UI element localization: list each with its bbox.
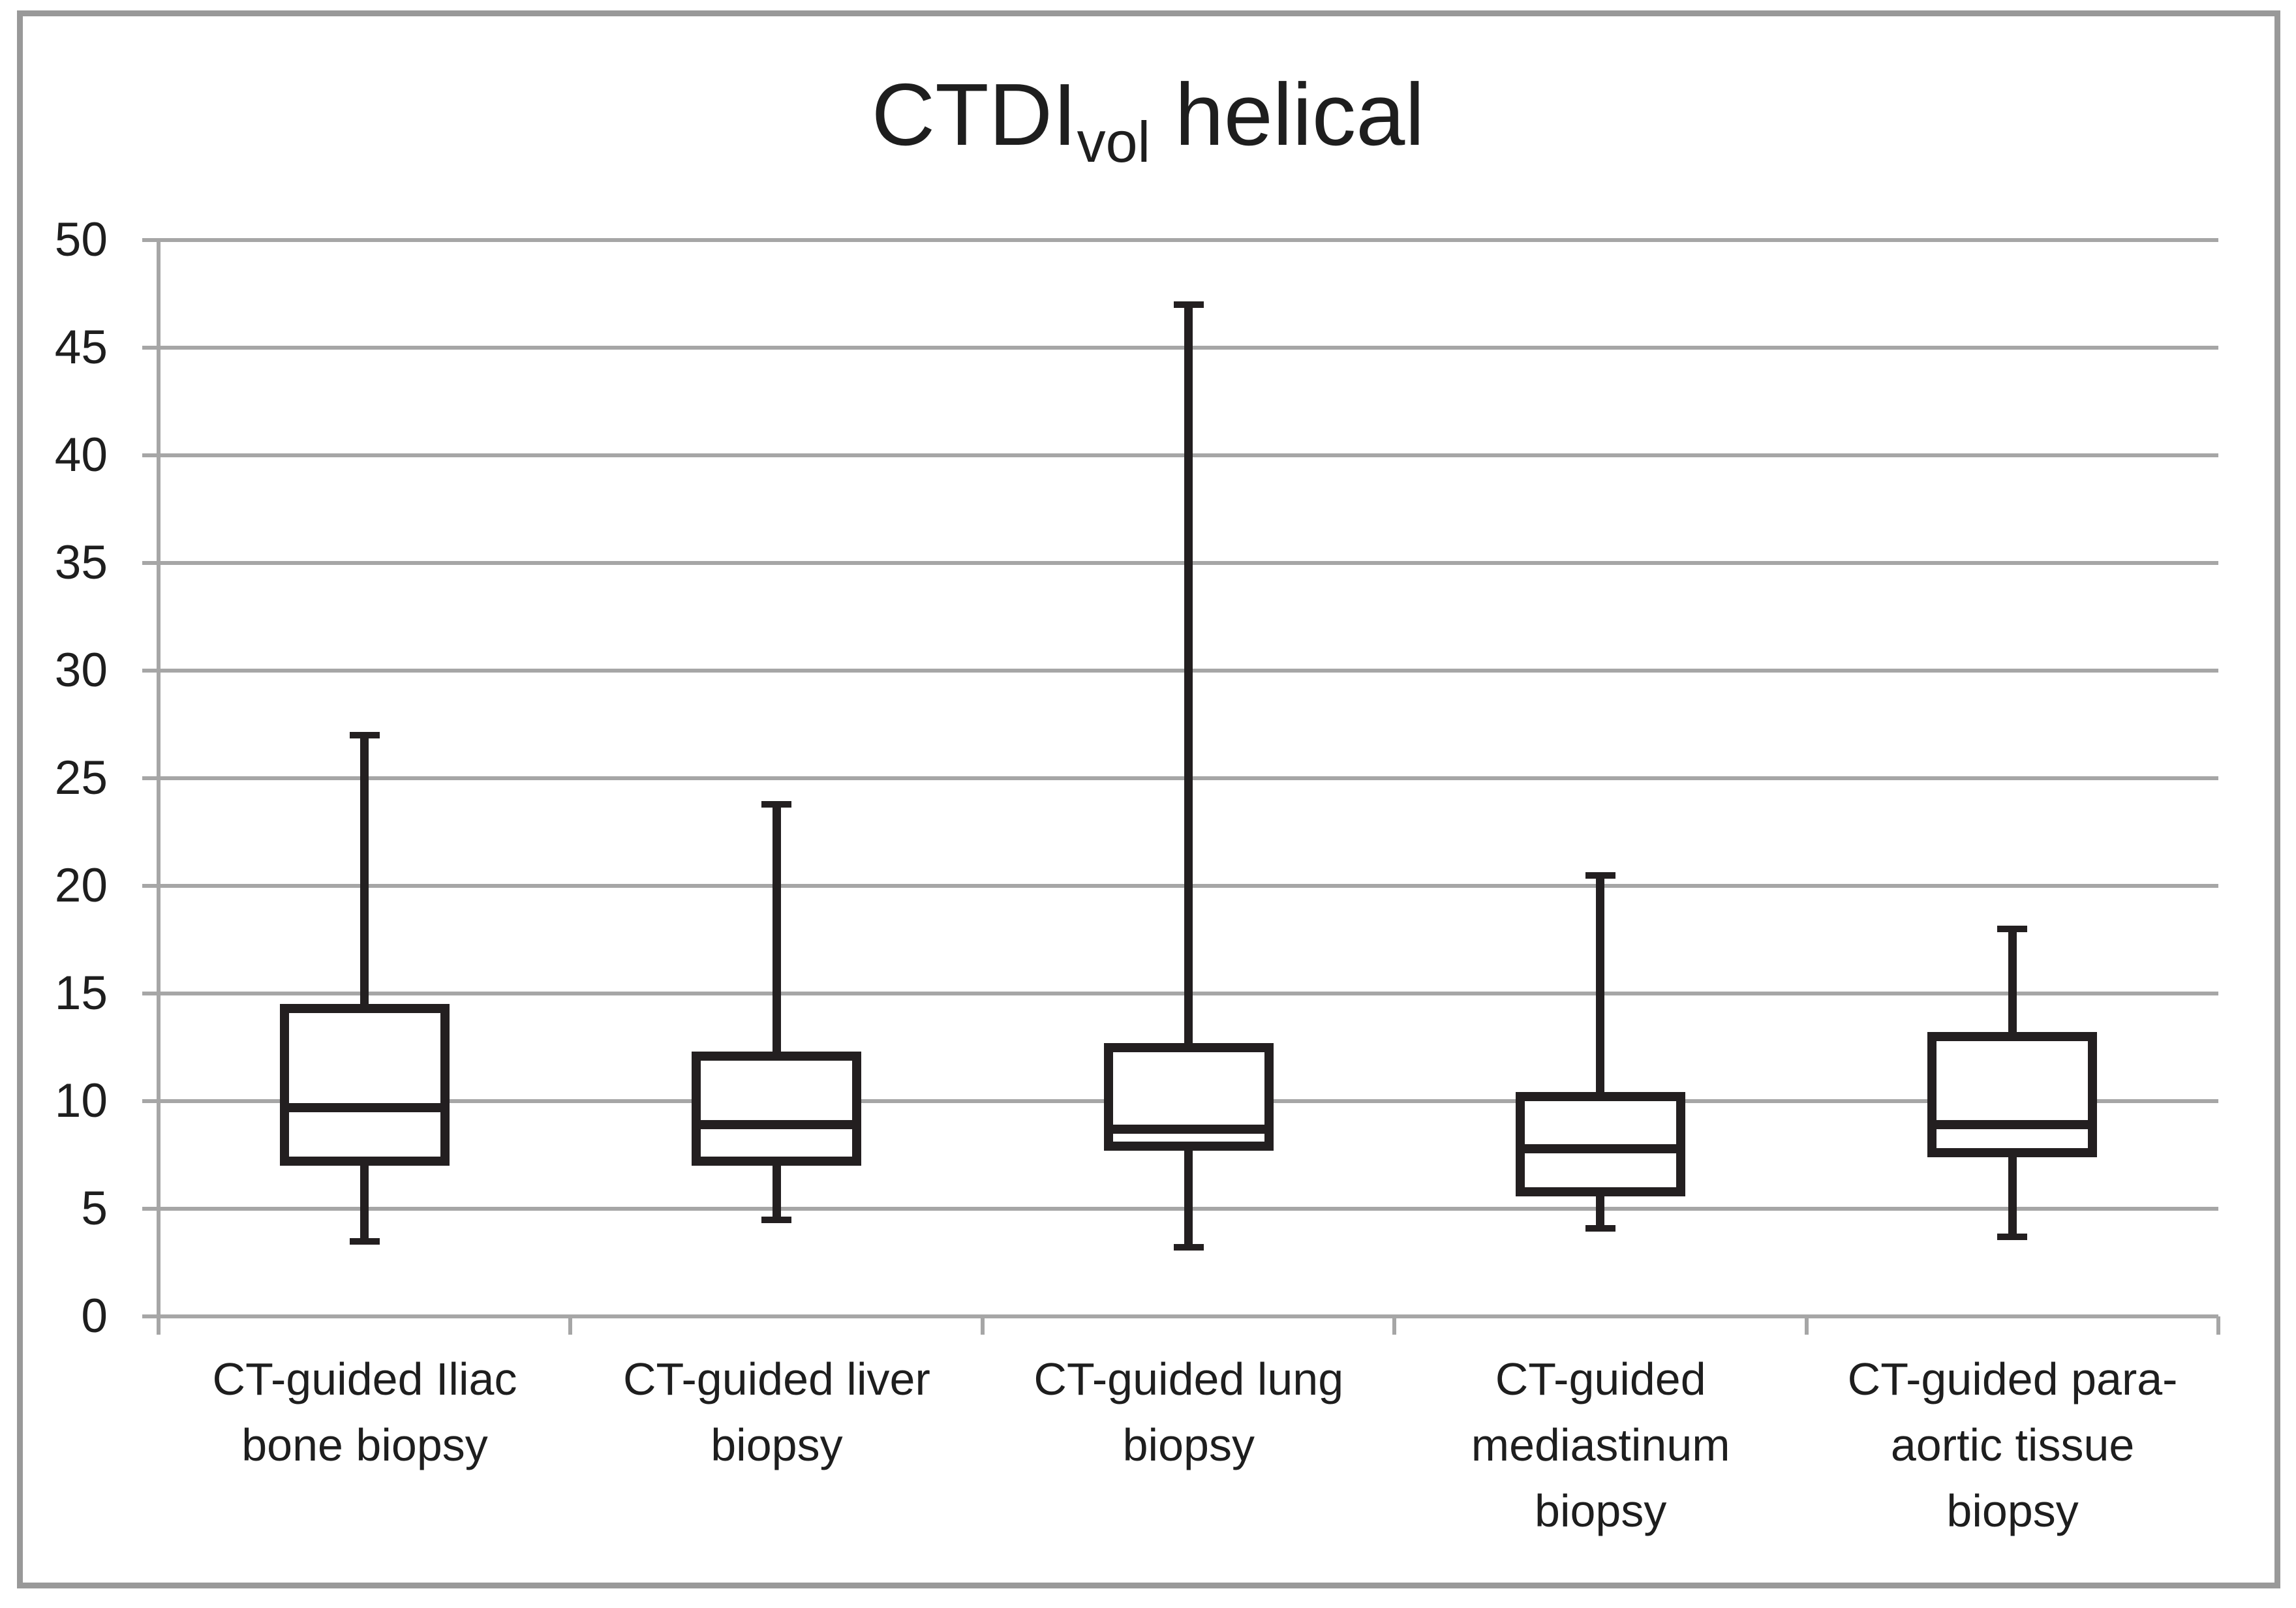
gridline-y-5 (142, 1207, 2218, 1211)
y-axis-tick-label: 10 (54, 1074, 108, 1127)
boxplot-5-median-line (1927, 1120, 2098, 1130)
gridline-y-0 (142, 1314, 2218, 1318)
chart-title-subscript: vol (1077, 110, 1151, 175)
boxplot-1-upper-whisker-cap (349, 732, 380, 738)
boxplot-5-lower-whisker (2008, 1153, 2017, 1237)
chart-title-rest: helical (1150, 65, 1425, 164)
x-axis-category-label-line: biopsy (711, 1419, 843, 1470)
boxplot-5-box (1927, 1032, 2098, 1158)
x-axis-category-tick (1804, 1316, 1809, 1335)
y-axis-tick-label: 25 (54, 751, 108, 804)
x-axis-category-label: CT-guided liver biopsy (570, 1346, 983, 1478)
boxplot-4-median-line (1515, 1144, 1685, 1153)
x-axis-category-label-line: CT-guided (1495, 1354, 1706, 1404)
gridline-y-45 (142, 346, 2218, 350)
boxplot-5-lower-whisker-cap (1997, 1233, 2028, 1240)
x-axis-category-label-line: CT-guided para- (1847, 1354, 2178, 1404)
boxplot-4-upper-whisker-cap (1585, 872, 1615, 879)
boxplot-5-upper-whisker-cap (1997, 926, 2028, 932)
y-axis-line (157, 240, 161, 1335)
boxplot-5-upper-whisker (2008, 929, 2017, 1037)
x-axis-category-label-line: CT-guided lung (1033, 1354, 1344, 1404)
x-axis-category-label-line: CT-guided Iliac (212, 1354, 517, 1404)
boxplot-1-lower-whisker (360, 1161, 369, 1241)
x-axis-category-label: CT-guided Iliac bone biopsy (159, 1346, 571, 1478)
gridline-y-50 (142, 238, 2218, 242)
x-axis-category-label-line: biopsy (1535, 1485, 1667, 1536)
gridline-y-20 (142, 884, 2218, 888)
x-axis-category-label: CT-guided lung biopsy (983, 1346, 1395, 1478)
x-axis-category-label-line: aortic tissue (1890, 1419, 2135, 1470)
gridline-y-40 (142, 453, 2218, 457)
y-axis-tick-label: 30 (54, 644, 108, 697)
boxplot-3-box (1103, 1042, 1274, 1151)
gridline-y-25 (142, 776, 2218, 780)
boxplot-2-upper-whisker-cap (761, 800, 792, 808)
y-axis-tick-label: 20 (54, 859, 108, 912)
boxplot-2-upper-whisker (772, 804, 781, 1056)
gridline-y-35 (142, 561, 2218, 565)
x-axis-category-tick (2216, 1316, 2220, 1335)
boxplot-3-upper-whisker-cap (1173, 301, 1204, 308)
boxplot-4-upper-whisker (1596, 875, 1605, 1097)
x-axis-category-label-line: biopsy (1946, 1485, 2079, 1536)
y-axis-tick-label: 50 (54, 213, 108, 266)
boxplot-3-lower-whisker-cap (1173, 1244, 1204, 1251)
y-axis-tick-label: 35 (54, 536, 108, 589)
gridline-y-30 (142, 669, 2218, 673)
boxplot-3-lower-whisker (1184, 1146, 1193, 1248)
gridline-y-15 (142, 992, 2218, 995)
boxplot-1-upper-whisker (360, 735, 369, 1009)
boxplot-2-box (692, 1051, 862, 1166)
x-axis-category-tick (568, 1316, 573, 1335)
y-axis-tick-label: 5 (81, 1182, 108, 1235)
x-axis-category-label: CT-guided mediastinum biopsy (1394, 1346, 1807, 1544)
y-axis-tick-label: 40 (54, 429, 108, 481)
y-axis-tick-label: 45 (54, 321, 108, 374)
boxplot-1-median-line (279, 1102, 450, 1112)
boxplot-2-lower-whisker-cap (761, 1216, 792, 1223)
x-axis-category-label-line: bone biopsy (241, 1419, 488, 1470)
x-axis-category-label-line: CT-guided liver (623, 1354, 930, 1404)
boxplot-3-upper-whisker (1184, 305, 1193, 1048)
boxplot-1-box (279, 1004, 450, 1166)
boxplot-3-median-line (1103, 1124, 1274, 1134)
x-axis-category-label-line: mediastinum (1471, 1419, 1730, 1470)
boxplot-2-median-line (692, 1120, 862, 1130)
boxplot-4-lower-whisker (1596, 1191, 1605, 1228)
chart-title: CTDIvol helical (0, 64, 2296, 174)
boxplot-2-lower-whisker (772, 1161, 781, 1220)
boxplot-1-lower-whisker-cap (349, 1237, 380, 1245)
y-axis-tick-label: 0 (81, 1290, 108, 1343)
boxplot-4-lower-whisker-cap (1585, 1224, 1615, 1232)
x-axis-category-label: CT-guided para-aortic tissue biopsy (1807, 1346, 2219, 1544)
x-axis-category-tick (980, 1316, 985, 1335)
x-axis-category-label-line: biopsy (1122, 1419, 1255, 1470)
y-axis-tick-label: 15 (54, 967, 108, 1020)
chart-title-main: CTDI (871, 65, 1077, 164)
x-axis-category-tick (1392, 1316, 1397, 1335)
